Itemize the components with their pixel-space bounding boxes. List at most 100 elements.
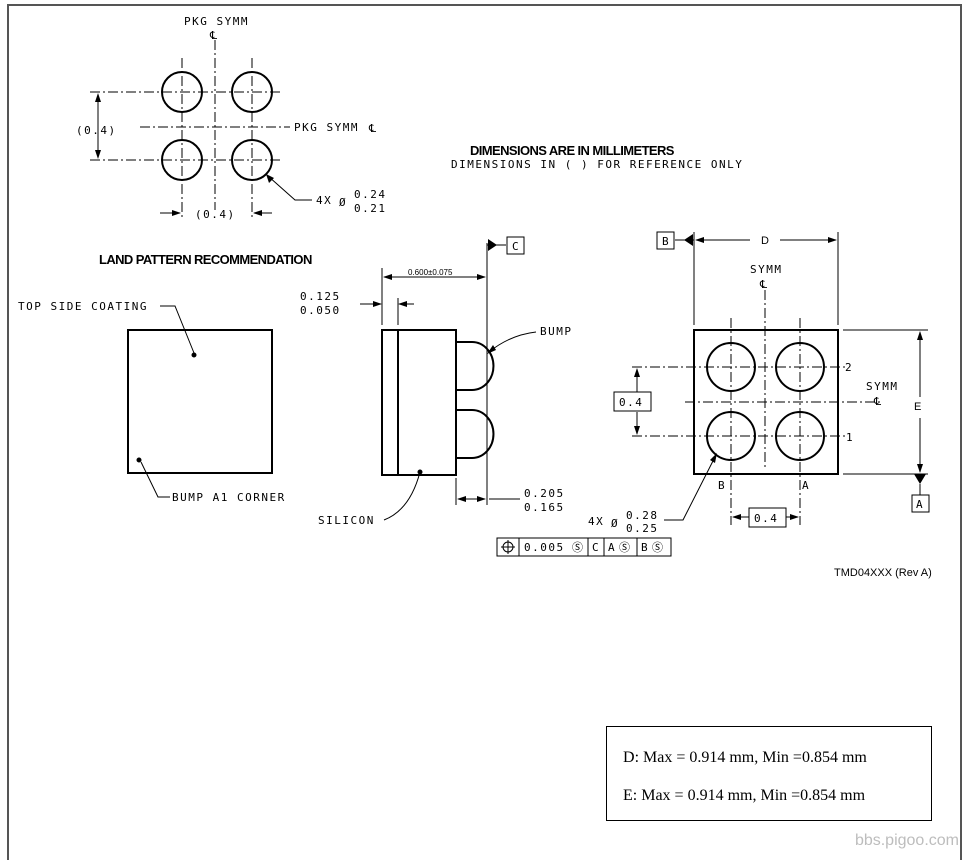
bump-dia-max: 0.28 — [626, 509, 659, 522]
arrow — [790, 514, 799, 520]
land-pattern-view — [90, 40, 312, 218]
bottom-view — [613, 231, 930, 528]
col-b-label: B — [718, 479, 726, 492]
bump-leader — [488, 331, 537, 353]
centerline-symbol: ℄ — [368, 122, 378, 135]
coating-dot — [191, 352, 197, 358]
bump-dia-leader — [664, 454, 717, 521]
bump-dia-min: 0.25 — [626, 522, 659, 535]
coating-leader — [160, 305, 195, 354]
datum-a-box — [911, 494, 930, 513]
spec-d-key: D — [623, 749, 635, 766]
coat-max-label: 0.125 — [300, 290, 341, 303]
arrow — [373, 301, 382, 307]
silicon-leader — [383, 471, 421, 521]
bump-label: BUMP — [540, 325, 573, 338]
top-side-coating-label: TOP SIDE COATING — [18, 300, 148, 313]
datum-a-label: A — [916, 498, 924, 511]
dim-d-label: D — [761, 235, 769, 247]
spec-e-key: E — [623, 787, 633, 804]
bump-ball — [775, 342, 825, 392]
modifier-symbol: Ⓢ — [572, 541, 585, 554]
arrow — [732, 514, 741, 520]
datum-c-box — [506, 236, 525, 255]
tol-datum-c: C — [592, 541, 600, 554]
arrow — [95, 150, 101, 159]
pitch-right-h-label: 0.4 — [754, 512, 778, 525]
silicon-label: SILICON — [318, 514, 375, 527]
drawing-id: TMD04XXX (Rev A) — [834, 567, 932, 579]
diameter-symbol: Ø — [339, 196, 347, 209]
col-a-label: A — [802, 479, 810, 492]
a1-leader — [140, 461, 170, 498]
spec-e-text: : Max = 0.914 mm, Min =0.854 mm — [632, 787, 866, 804]
land-pad — [161, 139, 203, 181]
watermark: bbs.pigoo.com — [854, 832, 959, 849]
land-dia-leader — [267, 175, 312, 201]
symm-right-label: SYMM — [866, 380, 899, 393]
arrow — [95, 93, 101, 102]
dims-ref-note: DIMENSIONS IN ( ) FOR REFERENCE ONLY — [451, 158, 743, 171]
top-view-outline — [127, 329, 273, 474]
side-view — [360, 236, 672, 557]
arrow — [477, 274, 486, 280]
tol-datum-a: A — [608, 541, 616, 554]
arrow — [477, 496, 486, 502]
land-dia-max: 0.24 — [354, 188, 387, 201]
bump-ball — [706, 342, 756, 392]
a1-corner-dot — [136, 457, 142, 463]
datum-triangle — [488, 239, 497, 251]
arrow — [917, 331, 923, 340]
arrow — [710, 453, 717, 463]
datum-triangle — [914, 474, 926, 484]
arrow — [487, 345, 496, 354]
arrow — [634, 426, 640, 435]
dimension-spec-box: D: Max = 0.914 mm, Min =0.854 mm E: Max … — [606, 726, 932, 821]
basic-dim-box — [748, 507, 787, 528]
spec-d-line: D: Max = 0.914 mm, Min =0.854 mm — [623, 749, 867, 767]
symm-top-label: SYMM — [750, 263, 783, 276]
arrow — [253, 210, 262, 216]
pitch-v-label: (0.4) — [76, 124, 117, 137]
datum-b-box — [656, 231, 675, 250]
bump-h-max: 0.205 — [524, 487, 565, 500]
bump-profile-upper — [456, 341, 495, 391]
pkg-symm-right-label: PKG SYMM — [294, 121, 359, 134]
arrow — [457, 496, 466, 502]
modifier-symbol: Ⓢ — [652, 541, 665, 554]
dim-e-label: E — [914, 401, 921, 413]
centerline-symbol: ℄ — [759, 278, 769, 291]
arrow — [383, 274, 392, 280]
land-pad — [231, 71, 273, 113]
spec-e-line: E: Max = 0.914 mm, Min =0.854 mm — [623, 787, 865, 805]
bump-profile-lower — [456, 409, 495, 459]
pitch-right-v-label: 0.4 — [619, 396, 643, 409]
land-pad — [161, 71, 203, 113]
dims-units-heading: DIMENSIONS ARE IN MILLIMETERS — [470, 143, 675, 158]
arrow — [917, 464, 923, 473]
arrow — [828, 237, 837, 243]
spec-d-text: : Max = 0.914 mm, Min =0.854 mm — [634, 749, 867, 766]
datum-b-label: B — [662, 235, 670, 248]
bump-ball — [775, 411, 825, 461]
land-pattern-title: LAND PATTERN RECOMMENDATION — [99, 252, 312, 267]
pitch-h-label: (0.4) — [195, 208, 236, 221]
diameter-symbol: Ø — [611, 517, 619, 530]
modifier-symbol: Ⓢ — [619, 541, 632, 554]
basic-dim-box — [613, 391, 652, 412]
centerline-symbol: ℄ — [209, 29, 219, 42]
land-count-label: 4X — [316, 194, 332, 207]
row-2-label: 2 — [845, 361, 853, 374]
height-dim-label: 0.600±0.075 — [408, 268, 453, 277]
coat-min-label: 0.050 — [300, 304, 341, 317]
bump-ball — [706, 411, 756, 461]
arrow — [266, 174, 274, 183]
datum-c-label: C — [512, 240, 520, 253]
pkg-symm-top-label: PKG SYMM — [184, 15, 249, 28]
tol-datum-b: B — [641, 541, 649, 554]
bump-h-min: 0.165 — [524, 501, 565, 514]
side-body-outline — [381, 329, 457, 476]
tolerance-frame — [496, 537, 672, 557]
